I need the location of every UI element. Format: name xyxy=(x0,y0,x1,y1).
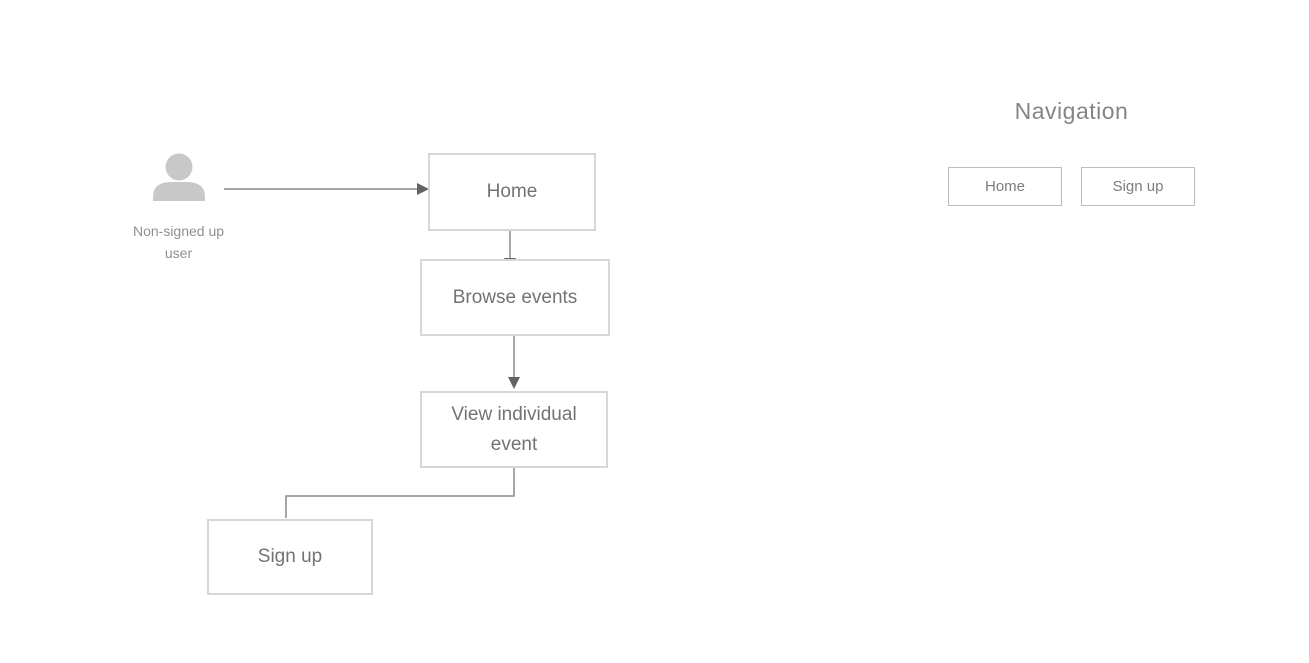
flow-node-browse-events[interactable]: Browse events xyxy=(420,259,610,336)
flow-node-label: Browse events xyxy=(452,286,578,308)
person-icon xyxy=(152,153,205,201)
actor-label: Non-signed up user xyxy=(132,223,225,261)
flow-node-label: Home xyxy=(486,181,538,203)
navigation-title: Navigation xyxy=(1014,98,1129,124)
arrowhead-browse-view xyxy=(508,377,520,389)
flow-node-home[interactable]: Home xyxy=(428,153,596,231)
actor-non-signed-up-user[interactable]: Non-signed up user xyxy=(131,150,226,264)
nav-item-label: Home xyxy=(984,178,1025,195)
nav-item-sign-up[interactable]: Sign up xyxy=(1081,167,1195,206)
flow-node-sign-up[interactable]: Sign up xyxy=(207,519,373,595)
flow-node-label: Sign up xyxy=(257,546,323,568)
flow-node-view-individual-event[interactable]: View individual event xyxy=(420,391,608,468)
nav-item-home[interactable]: Home xyxy=(948,167,1062,206)
flow-node-label: View individual event xyxy=(451,404,577,455)
nav-item-label: Sign up xyxy=(1112,178,1164,195)
connector-view-signup xyxy=(285,468,515,518)
